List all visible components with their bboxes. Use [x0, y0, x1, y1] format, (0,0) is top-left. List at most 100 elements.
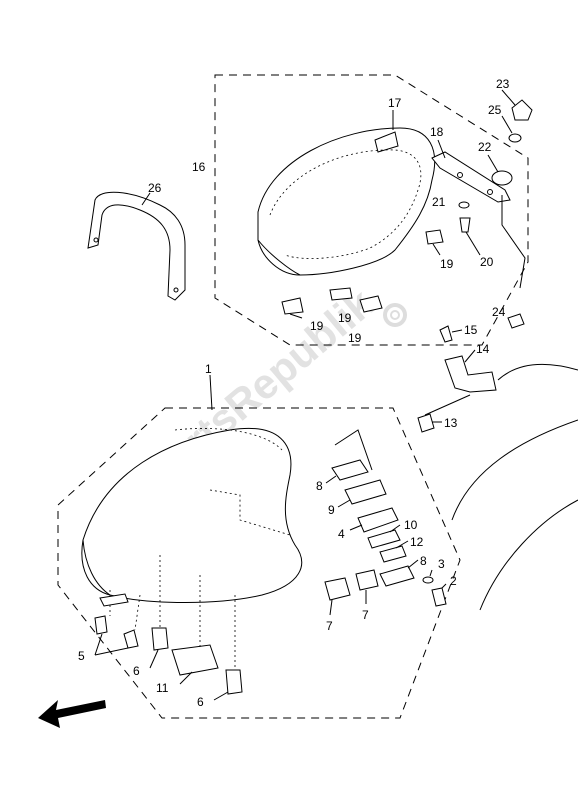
cap-nut — [511, 99, 533, 121]
rear-fender-outline-bottom — [479, 499, 578, 611]
damper-plate-11 — [171, 644, 219, 676]
leader-8-a — [325, 475, 337, 484]
callout-7-a: 7 — [326, 619, 333, 633]
callout-19-b: 19 — [338, 311, 352, 325]
washer-3 — [422, 576, 434, 584]
callout-4: 4 — [338, 527, 345, 541]
leader-9 — [337, 499, 351, 508]
callout-16: 16 — [192, 160, 206, 174]
leader-3 — [429, 569, 433, 577]
callout-24: 24 — [492, 305, 506, 319]
leader-8-b — [407, 559, 419, 569]
damper-6-b — [225, 669, 243, 695]
plate-4 — [357, 507, 399, 533]
damper — [491, 170, 513, 186]
leader-10 — [389, 524, 401, 533]
callout-6-a: 6 — [133, 664, 140, 678]
callout-11: 11 — [156, 681, 169, 695]
leader-15 — [451, 329, 463, 333]
rider-seat-group-outline — [57, 407, 461, 719]
plate-8-b — [379, 565, 415, 587]
bolt-13 — [417, 413, 435, 433]
seat-lock-bracket — [444, 355, 497, 393]
callout-22: 22 — [478, 140, 492, 154]
passenger-seat — [257, 127, 436, 276]
rear-fender-outline-lower — [451, 419, 578, 521]
gear-icon — [383, 303, 407, 327]
callout-12: 12 — [410, 535, 424, 549]
leader-6-a — [149, 649, 159, 669]
leader-22 — [487, 154, 499, 173]
screw-5-a — [94, 615, 108, 635]
callout-23: 23 — [496, 77, 510, 91]
callout-19-a: 19 — [440, 257, 454, 271]
leader-23 — [501, 89, 516, 106]
grab-bar — [87, 191, 186, 301]
leader-19-c — [289, 313, 303, 319]
callout-6-b: 6 — [197, 695, 204, 709]
callout-1: 1 — [205, 362, 212, 376]
leader-4 — [349, 524, 363, 531]
leader-19-a — [432, 243, 441, 256]
bolt-2 — [431, 587, 447, 607]
grommet-19-c — [281, 297, 304, 315]
callout-19-d: 19 — [348, 331, 362, 345]
grommet-19-a — [425, 229, 444, 245]
leader-2 — [441, 583, 447, 589]
callout-5: 5 — [78, 649, 85, 663]
callout-8-b: 8 — [420, 554, 427, 568]
assembly-guide-line-13 — [424, 394, 471, 416]
callout-19-c: 19 — [310, 319, 324, 333]
callout-20: 20 — [480, 255, 494, 269]
assembly-guide-line — [501, 195, 526, 289]
callout-15: 15 — [464, 323, 478, 337]
leader-1 — [209, 374, 213, 411]
bolt-15 — [439, 325, 453, 343]
nut-24 — [507, 313, 525, 329]
leader-7-a — [329, 599, 333, 616]
grommet-7-b — [355, 569, 379, 591]
fastener-guide-lines — [109, 555, 236, 670]
assembly-guide-line-plates — [334, 429, 373, 471]
collar — [458, 201, 470, 209]
callout-2: 2 — [450, 574, 457, 588]
leader-25 — [501, 115, 513, 134]
leader-12 — [395, 540, 409, 549]
bracket-10 — [367, 529, 401, 549]
callout-10: 10 — [404, 518, 418, 532]
callout-21: 21 — [432, 195, 446, 209]
leader-26 — [141, 192, 151, 206]
passenger-seat-group-outline — [214, 74, 529, 346]
washer — [508, 133, 522, 143]
callout-17: 17 — [388, 96, 402, 110]
grommet-19-b — [329, 287, 353, 301]
damper-6-a — [151, 627, 169, 651]
leader-18 — [437, 139, 446, 159]
rear-fender-outline — [497, 363, 578, 381]
leader-11 — [179, 671, 193, 685]
leader-14 — [464, 349, 476, 363]
screw-5-b — [123, 629, 139, 649]
grommet-7-a — [324, 577, 351, 601]
callout-8-a: 8 — [316, 479, 323, 493]
mounting-tab — [99, 593, 129, 607]
callout-13: 13 — [444, 416, 458, 430]
plate-8-a — [331, 459, 369, 481]
passenger-seat-bracket — [431, 151, 511, 203]
callout-9: 9 — [328, 503, 335, 517]
callout-3: 3 — [438, 557, 445, 571]
front-direction-arrow-icon — [38, 700, 106, 728]
callout-25: 25 — [488, 103, 502, 117]
grommet-19-d — [359, 295, 383, 313]
bracket-12 — [379, 545, 407, 563]
leader-5 — [94, 633, 129, 656]
callout-18: 18 — [430, 125, 444, 139]
leader-20 — [465, 231, 481, 256]
leader-6-b — [213, 691, 229, 701]
plate-9 — [344, 479, 387, 505]
rider-seat — [81, 428, 303, 603]
callout-7-b: 7 — [362, 608, 369, 622]
callout-26: 26 — [148, 181, 162, 195]
callout-14: 14 — [476, 342, 490, 356]
